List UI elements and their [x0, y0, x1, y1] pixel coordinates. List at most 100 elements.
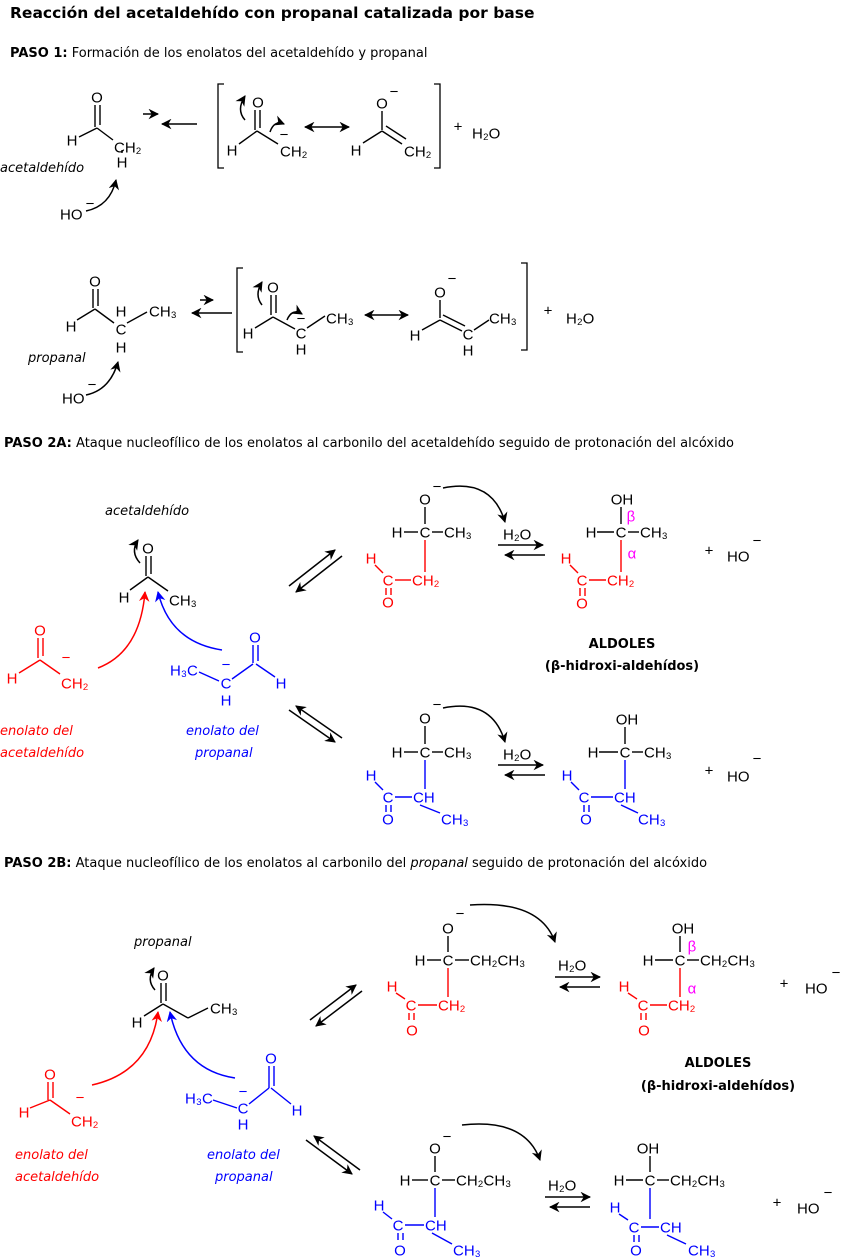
bond [162, 1003, 189, 1019]
atom-label: O [580, 812, 592, 829]
atom-label: CH₂ [668, 998, 696, 1015]
atom-label: H₃C [170, 663, 198, 680]
acetaldehyde-enolate-label-2b-2: acetaldehído [15, 1170, 99, 1185]
atom-label: O [157, 968, 169, 985]
equilibrium-arrow [295, 705, 343, 739]
electron-push-arrow [469, 903, 557, 943]
bond [187, 1007, 209, 1019]
atom-label: H [586, 525, 597, 542]
atom-label: HO [797, 1201, 820, 1218]
step2a-label: PASO 2A: [4, 436, 72, 451]
atom-label: CH₃ [149, 304, 177, 321]
atom-label: H [562, 768, 573, 785]
bond [666, 1234, 687, 1245]
atom-label: H₂O [503, 747, 531, 764]
atom-label: C [629, 1220, 640, 1237]
propanal-name: propanal [27, 351, 86, 366]
atom-label: H [292, 1103, 303, 1120]
electron-push-arrow [144, 967, 156, 991]
plus-sign: + [773, 1195, 782, 1212]
atom-label: CH₂CH₃ [670, 1173, 725, 1190]
atom-label: CH₃ [444, 745, 472, 762]
atom-label: H [387, 979, 398, 996]
atom-label: CH₃ [688, 1243, 716, 1259]
electron-push-arrow [461, 1123, 542, 1161]
negative-charge: − [222, 657, 231, 674]
bonds [18, 105, 699, 1245]
atom-label: H [7, 671, 18, 688]
atom-label: CH₂ [404, 144, 432, 161]
atom-label: α [688, 981, 697, 998]
negative-charge: − [753, 751, 762, 768]
step2a-header: PASO 2A: Ataque nucleofílico de los enol… [4, 436, 734, 451]
atom-label: H [614, 1173, 625, 1190]
atom-label: O [376, 96, 388, 113]
page-title: Reacción del acetaldehído con propanal c… [10, 4, 535, 22]
electron-push-arrow [97, 590, 150, 669]
negative-charge: − [76, 1090, 85, 1107]
atom-label: HO [60, 207, 83, 224]
step1-text: Formación de los enolatos del acetaldehí… [68, 46, 428, 61]
bond [198, 671, 220, 682]
acetaldehyde-name-2a: acetaldehído [105, 504, 189, 519]
bond [618, 1213, 629, 1221]
aldoles-label: ALDOLES [589, 637, 656, 652]
atom-label: CH₃ [640, 525, 668, 542]
negative-charge: − [239, 1084, 248, 1101]
atom-label: H [374, 1198, 385, 1215]
bracket-right [434, 83, 441, 169]
atom-label: HO [727, 769, 750, 786]
bond [256, 130, 279, 145]
atom-label: O [249, 630, 261, 647]
equilibrium-arrow [288, 549, 336, 587]
atom-label: CH₂ [412, 573, 440, 590]
bracket-right [521, 262, 528, 351]
atom-label: C [238, 1101, 249, 1118]
equilibrium-arrow [305, 1139, 353, 1175]
atom-label: H [410, 328, 421, 345]
bond [381, 130, 403, 145]
bond [473, 319, 490, 331]
propanal-enolate-label: enolato del [186, 724, 259, 739]
atom-label: C [383, 573, 394, 590]
atom-label: CH₃ [644, 745, 672, 762]
atom-label: O [382, 812, 394, 829]
negative-charge: − [443, 1129, 452, 1146]
electron-push-arrow [252, 281, 263, 306]
negative-charge: − [832, 965, 841, 982]
electron-push-arrow [85, 178, 119, 212]
atom-label: H [392, 745, 403, 762]
aldoles-label-2b: ALDOLES [685, 1056, 752, 1071]
propanal-enolate-label-2b: enolato del [207, 1148, 280, 1163]
bond [431, 1232, 453, 1245]
atom-label: H [366, 768, 377, 785]
brackets [217, 83, 528, 353]
bond [272, 316, 296, 330]
negative-charge: − [448, 271, 457, 288]
bond [212, 1099, 238, 1109]
atom-label: CH [413, 790, 435, 807]
atom-label: CH₃ [169, 593, 197, 610]
atom-label: C [420, 525, 431, 542]
atom-label: O [34, 623, 46, 640]
atom-label: HO [727, 549, 750, 566]
electron-push-arrow [166, 1010, 236, 1079]
atom-label: O [91, 90, 103, 107]
atom-label: CH₂CH₃ [470, 953, 525, 970]
bond [143, 1003, 164, 1017]
negative-charge: − [86, 196, 95, 213]
step2b-label: PASO 2B: [4, 856, 72, 871]
atom-label: C [430, 1173, 441, 1190]
bond [126, 311, 148, 324]
atom-label: C [675, 953, 686, 970]
atom-label: C [620, 745, 631, 762]
atom-label: OH [672, 921, 695, 938]
atom-label: O [434, 285, 446, 302]
atom-label: H [463, 343, 474, 360]
bond [570, 781, 580, 791]
atom-label: H [415, 953, 426, 970]
atom-label: H [221, 693, 232, 710]
step2b-text: Ataque nucleofílico de los enolatos al c… [72, 856, 411, 871]
atom-label: O [142, 541, 154, 558]
electron-push-arrow [85, 360, 121, 396]
